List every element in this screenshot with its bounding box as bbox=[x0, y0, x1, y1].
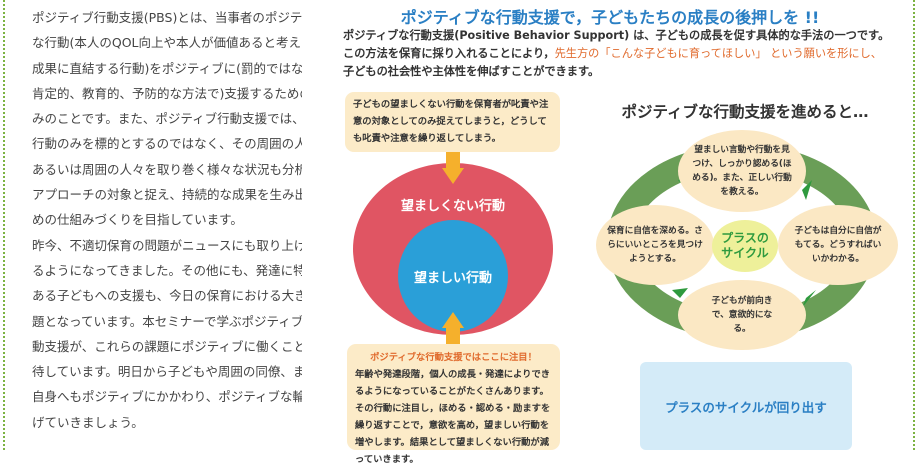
text-line: 行動のみを標的とするのではなく、その周囲の人々、 bbox=[32, 136, 302, 152]
center-line: プラスの bbox=[721, 231, 769, 245]
cycle-step-text: 子どもは自分に自信がもてる。どうすればいいかわかる。 bbox=[794, 226, 882, 264]
text-line: アプローチの対象と捉え、持続的な成果を生み出すた bbox=[32, 187, 302, 203]
text-line: あるいは周囲の人々を取り巻く様々な状況も分析と bbox=[32, 161, 302, 177]
focus-box: ポジティブな行動支援ではここに注目！ 年齢や発達段階，個人の成長・発達によりでき… bbox=[347, 344, 560, 465]
cycle-step-text: 保育に自信を深める。さらにいいところを見つけようとする。 bbox=[607, 226, 703, 264]
arrow-down-icon bbox=[446, 152, 460, 168]
arrow-down-head-icon bbox=[442, 168, 464, 184]
focus-heading: ポジティブな行動支援ではここに注目！ bbox=[370, 352, 537, 363]
cycle-step-text: 子どもが前向きで、意欲的になる。 bbox=[711, 296, 773, 334]
problem-box: 子どもの望ましくない行動を保育者が叱責や注意の対象としてのみ捉えてしまうと，どう… bbox=[345, 92, 560, 152]
result-box: プラスのサイクルが回り出す bbox=[640, 362, 852, 450]
center-line: サイクル bbox=[721, 246, 769, 260]
text-line: 成果に直結する行動)をポジティブに(罰的ではない bbox=[32, 60, 302, 76]
left-text-column: ポジティブ行動支援(PBS)とは、当事者のポジティブ な行動(本人のQOL向上や… bbox=[32, 5, 302, 435]
left-border bbox=[3, 0, 5, 450]
page-title: ポジティブな行動支援で，子どもたちの成長の後押しを !! bbox=[400, 8, 820, 27]
intro-highlight: 先生方の「こんな子どもに育ってほしい」 という願いを形にし、 bbox=[554, 47, 882, 60]
cycle-arrow-icon bbox=[672, 288, 688, 298]
arrow-up-head-icon bbox=[442, 312, 464, 328]
intro-line: ポジティブな行動支援(Positive Behavior Support) は、… bbox=[343, 29, 890, 42]
text-line: ある子どもへの支援も、今日の保育における大きな課 bbox=[32, 288, 302, 304]
cycle-step-text: 望ましい言動や行動を見つけ、しっかり認める(ほめる)。また、正しい行動を教える。 bbox=[692, 145, 792, 197]
plus-cycle-center: プラスのサイクル bbox=[712, 220, 778, 272]
intro-line: 子どもの社会性や主体性を伸ばすことができます。 bbox=[343, 65, 600, 78]
focus-text: 年齢や発達段階，個人の成長・発達によりできるようになっていることがたくさんありま… bbox=[355, 369, 551, 465]
cycle-arrow-icon bbox=[802, 290, 816, 308]
intro-text-part: この方法を保育に採り入れることにより， bbox=[343, 47, 555, 60]
intro-line: この方法を保育に採り入れることにより，先生方の「こんな子どもに育ってほしい」 と… bbox=[343, 45, 889, 63]
desired-behavior-label: 望ましい行動 bbox=[413, 270, 492, 286]
text-line: 動支援が、これらの課題にポジティブに働くことを期 bbox=[32, 338, 302, 354]
text-line: 昨今、不適切保育の問題がニュースにも取り上げられ bbox=[32, 237, 302, 253]
text-line: げていきましょう。 bbox=[32, 414, 144, 430]
cycle-arrow-icon bbox=[802, 180, 812, 200]
text-line: 題となっています。本セミナーで学ぶポジティブな行 bbox=[32, 313, 302, 329]
arrow-up-icon bbox=[446, 328, 460, 344]
result-text: プラスのサイクルが回り出す bbox=[665, 399, 827, 415]
cycle-step-top: 望ましい言動や行動を見つけ、しっかり認める(ほめる)。また、正しい行動を教える。 bbox=[678, 130, 806, 212]
cycle-step-bottom: 子どもが前向きで、意欲的になる。 bbox=[678, 280, 806, 350]
cycle-step-left: 保育に自信を深める。さらにいいところを見つけようとする。 bbox=[596, 205, 714, 285]
text-line: な行動(本人のQOL向上や本人が価値あると考える bbox=[32, 35, 302, 51]
text-line: 待しています。明日から子どもや周囲の同僚、またご bbox=[32, 364, 302, 380]
text-line: 肯定的、教育的、予防的な方法で)支援するための枠組 bbox=[32, 85, 302, 101]
intro-text: ポジティブな行動支援(Positive Behavior Support) は、… bbox=[343, 27, 889, 81]
text-line: めの仕組みづくりを目指しています。 bbox=[32, 212, 243, 228]
text-line: ポジティブ行動支援(PBS)とは、当事者のポジティブ bbox=[32, 10, 302, 25]
right-border bbox=[913, 0, 915, 450]
text-line: 自身へもポジティブにかかわり、ポジティブな輪を広 bbox=[32, 389, 302, 405]
text-line: みのことです。また、ポジティブ行動支援では、個人の bbox=[32, 111, 302, 127]
text-line: るようになってきました。その他にも、発達に特徴の bbox=[32, 262, 302, 278]
undesired-behavior-label: 望ましくない行動 bbox=[400, 199, 505, 214]
cycle-step-right: 子どもは自分に自信がもてる。どうすればいいかわかる。 bbox=[778, 205, 898, 285]
cycle-title: ポジティブな行動支援を進めると… bbox=[621, 103, 869, 121]
